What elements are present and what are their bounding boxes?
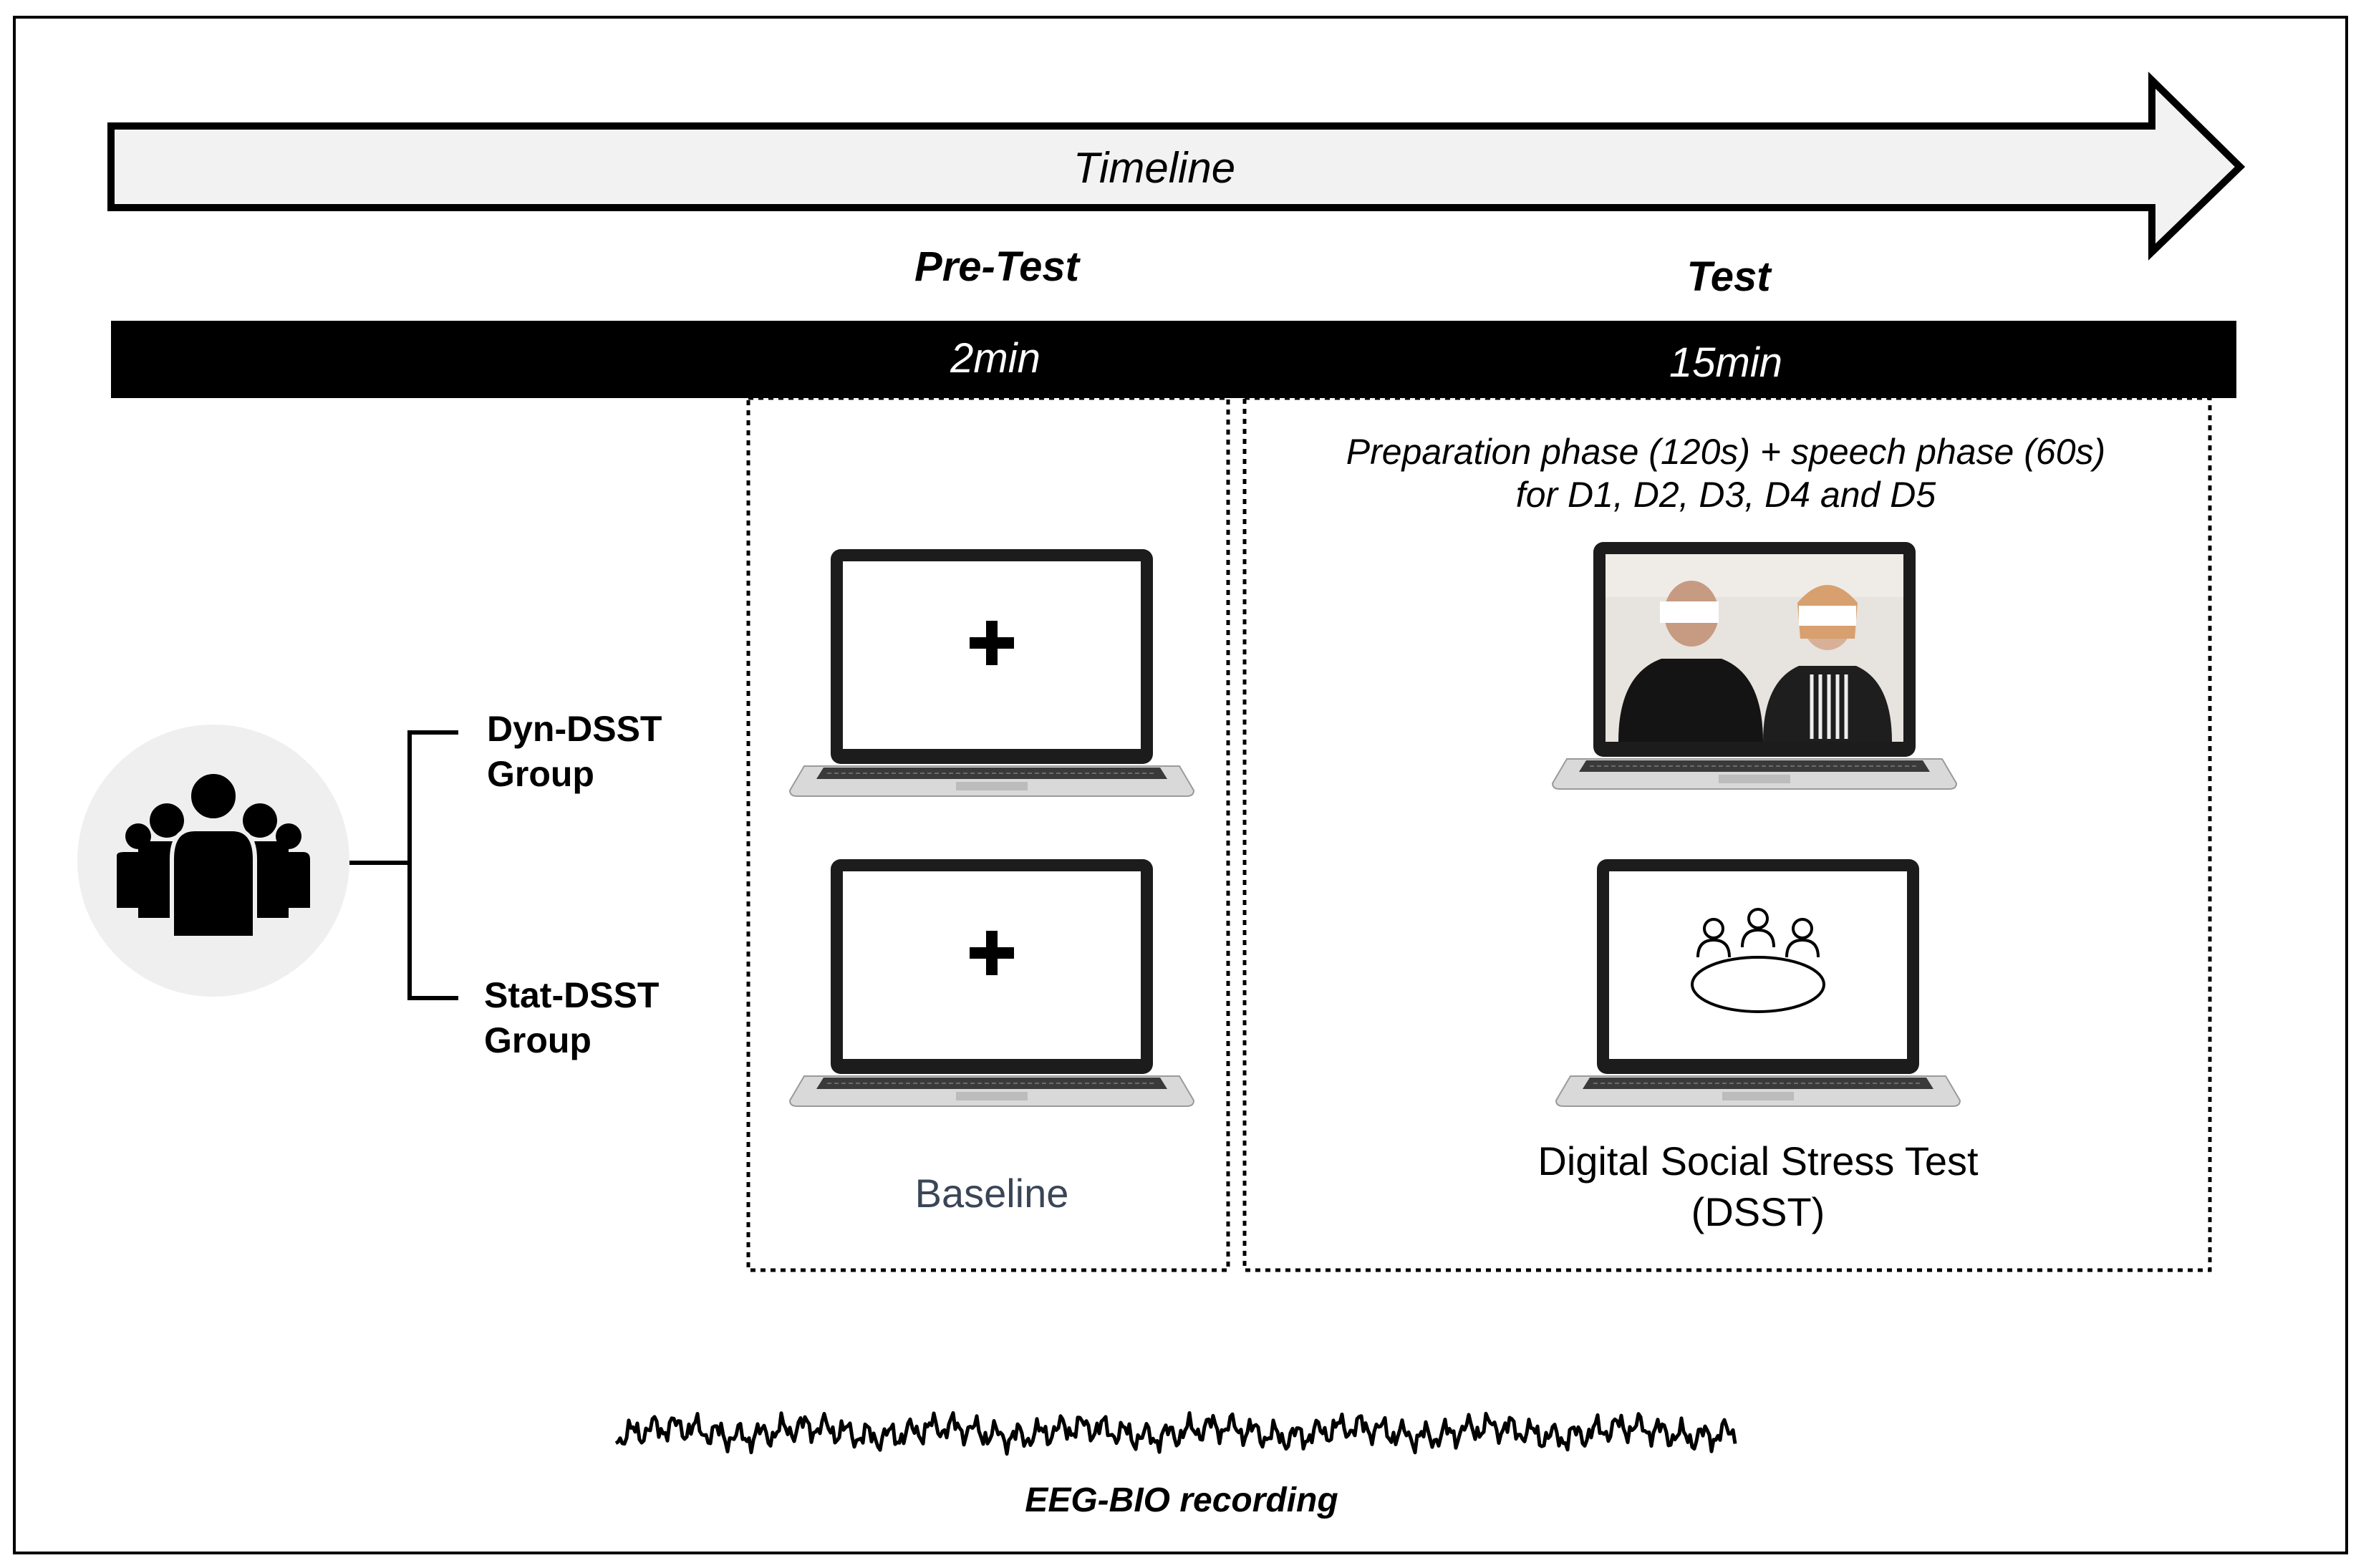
test-title: Test bbox=[1686, 253, 1772, 300]
test-description-line1: Preparation phase (120s) + speech phase … bbox=[1346, 432, 2105, 472]
timeline-arrow: Timeline bbox=[107, 72, 2246, 261]
baseline-laptop-stat bbox=[789, 858, 1194, 1107]
stat-group-label-line1: Stat-DSST bbox=[484, 975, 659, 1015]
dsst-caption-line2: (DSST) bbox=[1691, 1189, 1825, 1234]
dyn-group-label-line1: Dyn-DSST bbox=[487, 709, 662, 749]
pretest-box bbox=[746, 396, 1230, 1272]
pretest-title: Pre-Test bbox=[914, 243, 1081, 290]
video-call-panel-icon bbox=[1606, 554, 1903, 742]
dsst-caption-line1: Digital Social Stress Test bbox=[1537, 1138, 1979, 1184]
pretest-duration: 2min bbox=[950, 335, 1041, 382]
dsst-laptop-static bbox=[1555, 858, 1961, 1107]
test-description-line2: for D1, D2, D3, D4 and D5 bbox=[1516, 475, 1936, 515]
test-box bbox=[1242, 396, 2212, 1272]
dyn-group-label-line2: Group bbox=[487, 754, 594, 794]
meeting-table-icon bbox=[1691, 908, 1825, 1013]
outer-frame bbox=[13, 16, 2348, 1554]
baseline-laptop-dyn bbox=[789, 548, 1194, 797]
eeg-bio-recording-label: EEG-BIO recording bbox=[1025, 1481, 1338, 1519]
fixation-cross-icon bbox=[970, 621, 1014, 665]
stat-group-label-line2: Group bbox=[484, 1020, 592, 1060]
timeline-label: Timeline bbox=[1073, 144, 1235, 192]
fixation-cross-icon bbox=[970, 931, 1014, 975]
eeg-signal-trace bbox=[614, 1410, 1737, 1456]
baseline-caption: Baseline bbox=[915, 1171, 1069, 1216]
group-bracket bbox=[349, 730, 458, 1000]
dsst-laptop-dynamic bbox=[1552, 541, 1957, 790]
duration-bar bbox=[111, 321, 2236, 398]
test-duration: 15min bbox=[1669, 339, 1782, 386]
people-group-icon bbox=[77, 725, 349, 997]
